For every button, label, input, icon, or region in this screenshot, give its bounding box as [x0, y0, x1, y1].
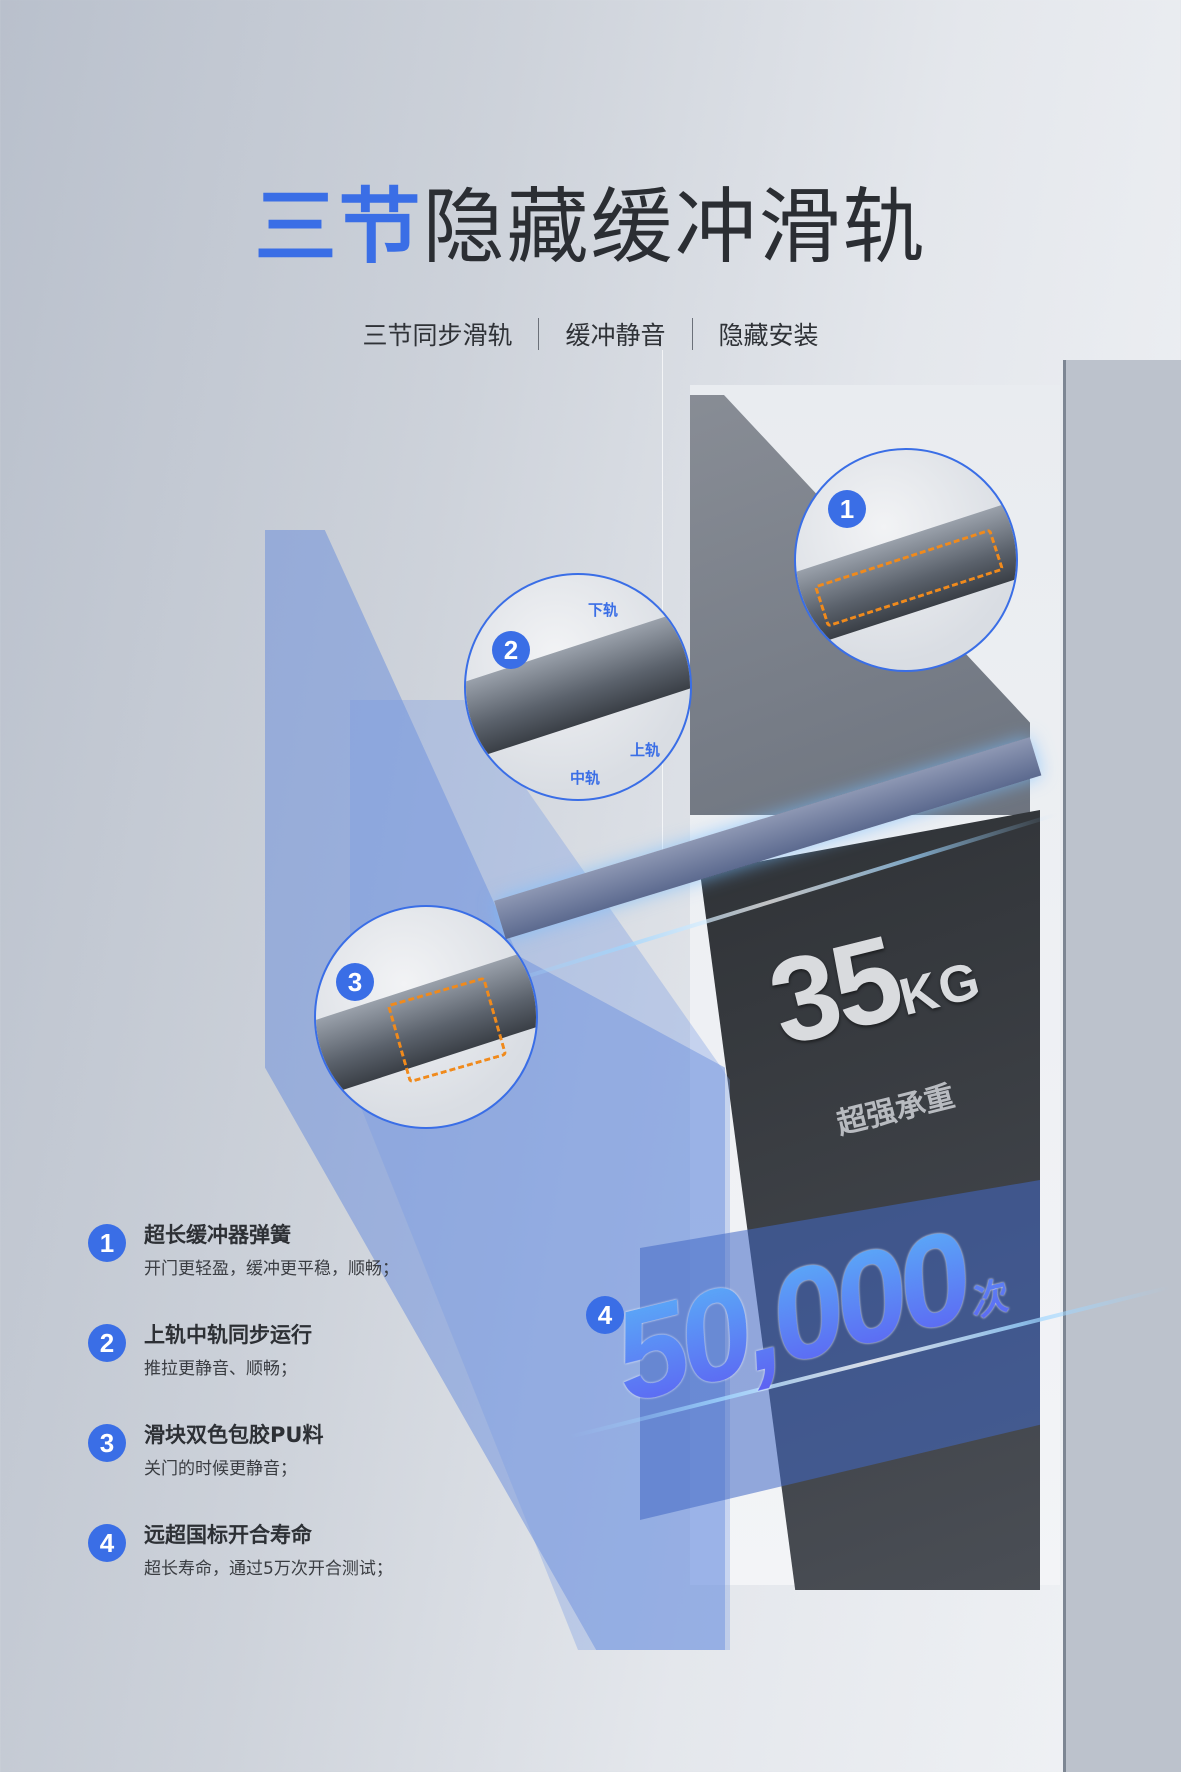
detail-circle-2: 2 下轨 上轨 中轨	[464, 573, 692, 801]
subtitle-item-soft-close: 缓冲静音	[565, 321, 666, 350]
subtitle-bar: 三节同步滑轨 缓冲静音 隐藏安装	[0, 316, 1181, 352]
feature-badge: 2	[88, 1324, 126, 1362]
feature-title: 上轨中轨同步运行	[144, 1323, 312, 1347]
marker-number: 4	[597, 1299, 613, 1330]
marker-badge-4: 4	[586, 1296, 624, 1334]
feature-badge: 4	[88, 1524, 126, 1562]
callout-upper-rail: 上轨	[630, 741, 661, 759]
feature-item: 3 滑块双色包胶PU料 关门的时候更静音；	[88, 1420, 548, 1484]
feature-title: 远超国标开合寿命	[144, 1523, 312, 1547]
badge-number: 1	[839, 493, 855, 524]
feature-item: 1 超长缓冲器弹簧 开门更轻盈，缓冲更平稳，顺畅；	[88, 1220, 548, 1284]
subtitle-divider	[691, 318, 693, 350]
detail-circle-1: 1	[794, 448, 1018, 672]
subtitle-item-sync-rail: 三节同步滑轨	[362, 321, 513, 350]
feature-item: 2 上轨中轨同步运行 推拉更静音、顺畅；	[88, 1320, 548, 1384]
feature-desc: 推拉更静音、顺畅；	[144, 1359, 297, 1379]
feature-desc: 超长寿命，通过5万次开合测试；	[144, 1559, 393, 1579]
feature-badge: 1	[88, 1224, 126, 1262]
feature-desc: 关门的时候更静音；	[144, 1459, 297, 1479]
feature-list: 1 超长缓冲器弹簧 开门更轻盈，缓冲更平稳，顺畅； 2 上轨中轨同步运行 推拉更…	[88, 1220, 548, 1620]
feature-badge: 3	[88, 1424, 126, 1462]
badge-number: 2	[503, 634, 519, 665]
callout-lower-rail: 下轨	[588, 601, 619, 619]
page-title: 三节隐藏缓冲滑轨	[0, 180, 1181, 276]
feature-item: 4 远超国标开合寿命 超长寿命，通过5万次开合测试；	[88, 1520, 548, 1584]
badge-number: 3	[347, 966, 363, 997]
subtitle-item-concealed: 隐藏安装	[718, 321, 819, 350]
feature-title: 滑块双色包胶PU料	[144, 1423, 324, 1447]
feature-desc: 开门更轻盈，缓冲更平稳，顺畅；	[144, 1259, 399, 1279]
subtitle-divider	[538, 318, 540, 350]
title-highlight: 三节	[254, 180, 423, 275]
detail-badge-3: 3	[336, 963, 374, 1001]
callout-middle-rail: 中轨	[570, 769, 601, 787]
detail-circle-3: 3	[314, 905, 538, 1129]
detail-badge-1: 1	[828, 490, 866, 528]
feature-title: 超长缓冲器弹簧	[144, 1223, 291, 1247]
detail-badge-2: 2	[492, 631, 530, 669]
title-rest: 隐藏缓冲滑轨	[422, 180, 927, 275]
load-unit: KG	[893, 951, 988, 1028]
cabinet-right-wall	[1063, 360, 1181, 1772]
